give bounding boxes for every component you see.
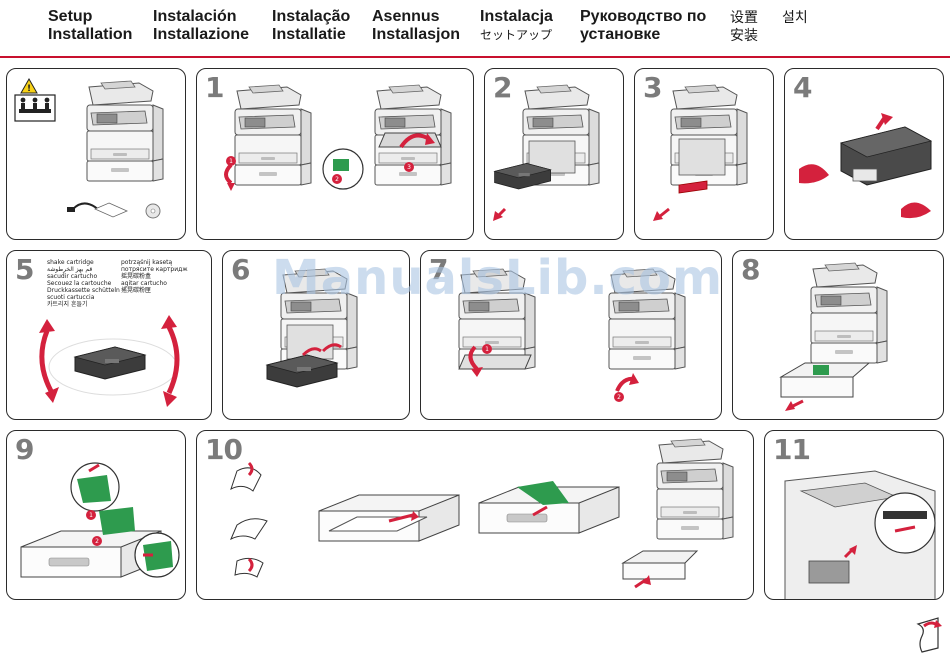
svg-text:2: 2 — [617, 394, 621, 401]
step-number-1: 1 — [205, 71, 225, 104]
insert-cartridge-illustration — [266, 268, 358, 388]
panel-step-8: 8 — [732, 250, 944, 420]
svg-text:1: 1 — [485, 346, 489, 353]
load-paper-illustration — [230, 438, 734, 589]
svg-text:1: 1 — [89, 512, 93, 519]
title-korean: 설치 — [782, 9, 808, 25]
unpack-cartridge-illustration — [799, 113, 933, 219]
title-chinese: 设置安装 — [730, 9, 758, 43]
svg-text:1: 1 — [229, 158, 233, 165]
panel-step-5: 5 shake cartridge قم بهز الخرطوشة sacudi… — [6, 250, 212, 420]
svg-text:2: 2 — [95, 538, 99, 545]
step-number-4: 4 — [793, 71, 813, 104]
close-doors-illustration: 1 2 — [458, 268, 686, 402]
panel-step-3: 3 — [634, 68, 774, 240]
step-number-7: 7 — [429, 253, 449, 286]
shake-instruction-col1: shake cartridge قم بهز الخرطوشة sacudir … — [47, 259, 120, 308]
header-divider — [0, 56, 950, 58]
step-number-8: 8 — [741, 253, 761, 286]
shake-cartridge-illustration — [39, 315, 180, 407]
open-front-door-illustration — [493, 84, 600, 221]
panel-step-10: 10 — [196, 430, 754, 600]
remove-packing-material-illustration — [653, 84, 748, 221]
paper-stop-illustration — [784, 470, 936, 599]
svg-text:!: ! — [27, 84, 31, 94]
warning-icon: ! — [20, 77, 38, 94]
step-number-6: 6 — [231, 253, 251, 286]
step-number-9: 9 — [15, 433, 35, 466]
shake-instruction-col2: potrząśnij kasetą потрясите картридж 摇晃碳… — [121, 259, 188, 294]
svg-text:3: 3 — [407, 164, 411, 171]
remove-tray-illustration — [779, 262, 888, 411]
step-number-10: 10 — [205, 433, 243, 466]
panel-step-6: 6 — [222, 250, 410, 420]
step-number-2: 2 — [493, 71, 513, 104]
step-number-3: 3 — [643, 71, 663, 104]
panel-contents: ! — [6, 68, 186, 240]
adjust-guides-illustration: 1 2 — [20, 462, 180, 578]
step-number-5: 5 — [15, 253, 35, 286]
svg-text:2: 2 — [335, 176, 339, 183]
page-turn-icon[interactable] — [912, 614, 944, 654]
box-contents-illustration: ! — [14, 77, 164, 219]
three-person-lift-icon — [14, 94, 56, 122]
panel-step-2: 2 — [484, 68, 624, 240]
remove-packing-illustration: 2 1 3 — [224, 84, 452, 191]
panel-step-9: 9 1 2 — [6, 430, 186, 600]
panel-step-11: 11 — [764, 430, 944, 600]
step-number-11: 11 — [773, 433, 811, 466]
panel-step-7: 7 1 2 — [420, 250, 722, 420]
panel-step-1: 1 2 1 3 — [196, 68, 474, 240]
panel-step-4: 4 — [784, 68, 944, 240]
